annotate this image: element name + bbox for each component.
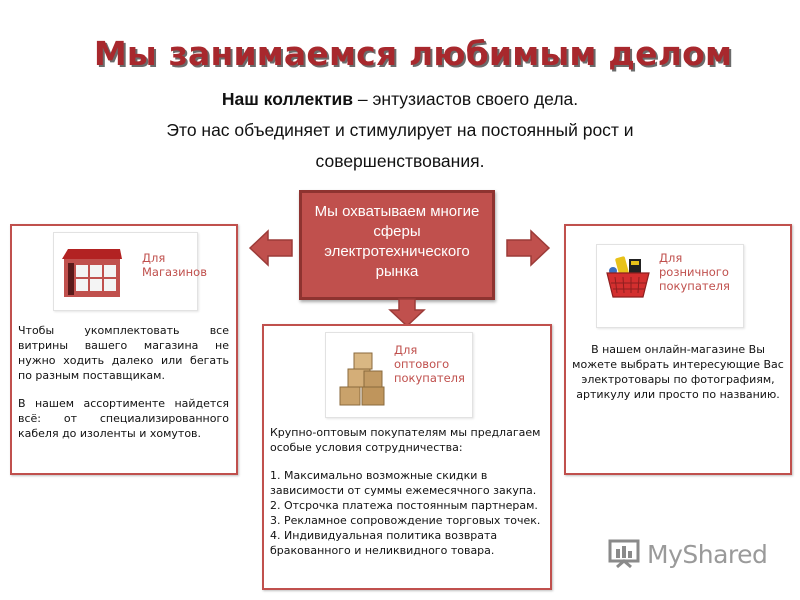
- panel-wholesale-text: Крупно-оптовым покупателям мы предлагаем…: [270, 425, 546, 558]
- watermark-text: MyShared: [647, 539, 768, 569]
- badge-wholesale-line3: покупателя: [394, 371, 465, 385]
- wholesale-list-item: 4. Индивидуальная политика возврата брак…: [270, 529, 498, 557]
- wholesale-list-item: 2. Отсрочка платежа постоянным партнерам…: [270, 499, 538, 512]
- badge-shops-label: Для Магазинов: [142, 251, 207, 279]
- intro-bold: Наш коллектив: [221, 89, 354, 109]
- myshared-logo-icon: [608, 539, 640, 569]
- arrow-down-icon: [388, 298, 426, 328]
- panel-shops-paragraph2: В нашем ассортименте найдется всё: от сп…: [18, 397, 229, 440]
- badge-wholesale: Для оптового покупателя: [325, 332, 473, 418]
- arrow-left-icon: [248, 229, 293, 267]
- intro-line-3: совершенствования.: [315, 151, 485, 171]
- badge-wholesale-label: Для оптового покупателя: [394, 343, 465, 385]
- badge-retail-line3: покупателя: [659, 279, 730, 293]
- shopping-basket-icon: [606, 256, 650, 298]
- wholesale-list-item: 3. Рекламное сопровождение торговых точе…: [270, 514, 541, 527]
- badge-shops: Для Магазинов: [53, 232, 207, 311]
- panel-shops-paragraph1: Чтобы укомплектовать все витрины вашего …: [18, 324, 229, 382]
- watermark: MyShared: [608, 537, 768, 571]
- wholesale-list: 1. Максимально возможные скидки в зависи…: [270, 468, 546, 558]
- page-title: Мы занимаемся любимым делом: [93, 34, 733, 73]
- badge-wholesale-line2: оптового: [394, 357, 450, 371]
- intro-rest: – энтузиастов своего дела.: [353, 89, 579, 109]
- badge-retail: Для розничного покупателя: [596, 244, 744, 328]
- wholesale-list-item: 1. Максимально возможные скидки в зависи…: [270, 469, 537, 497]
- badge-retail-line1: Для: [659, 251, 683, 265]
- badge-wholesale-line1: Для: [394, 343, 418, 357]
- badge-retail-label: Для розничного покупателя: [659, 251, 730, 293]
- panel-retail-text: В нашем онлайн-магазине Вы можете выбрат…: [572, 343, 784, 401]
- boxes-icon: [339, 352, 385, 406]
- intro-text: Наш коллектив – энтузиастов своего дела.…: [60, 84, 740, 177]
- panel-shops-text: Чтобы укомплектовать все витрины вашего …: [18, 323, 229, 441]
- arrow-right-icon: [506, 229, 551, 267]
- center-box: Мы охватываем многие сферы электротехнич…: [299, 190, 495, 300]
- intro-line-1: Наш коллектив – энтузиастов своего дела.: [60, 84, 740, 115]
- intro-line-2: Это нас объединяет и стимулирует на пост…: [166, 120, 634, 140]
- storefront-icon: [62, 249, 122, 297]
- badge-shops-line1: Для: [142, 251, 166, 265]
- badge-shops-line2: Магазинов: [142, 265, 207, 279]
- panel-wholesale-intro: Крупно-оптовым покупателям мы предлагаем…: [270, 426, 541, 454]
- badge-retail-line2: розничного: [659, 265, 729, 279]
